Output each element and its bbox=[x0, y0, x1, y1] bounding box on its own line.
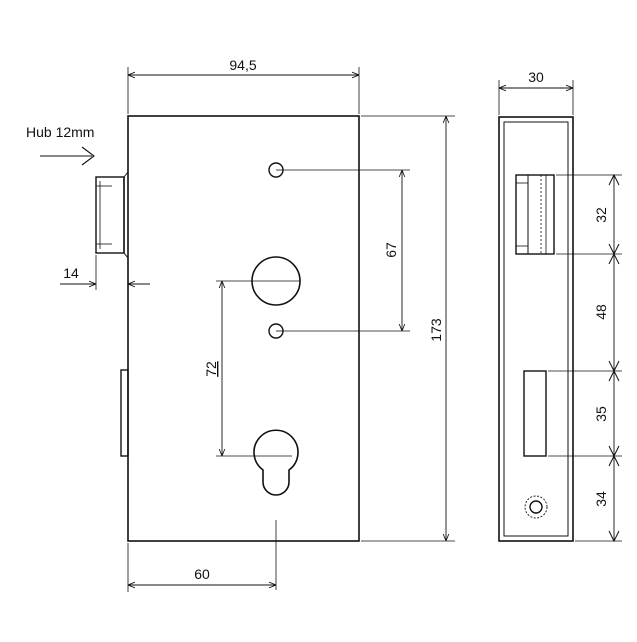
backset-label: 14 bbox=[63, 265, 79, 281]
faceplate-screw-outer bbox=[524, 495, 548, 519]
latch-bolt bbox=[95, 171, 129, 259]
dim-cylinder-offset: 60 bbox=[127, 543, 276, 592]
depth-label: 30 bbox=[528, 69, 544, 85]
spindle-spacing-label: 67 bbox=[383, 242, 399, 258]
faceplate-outer bbox=[498, 116, 574, 542]
side-view: 30 32 48 35 34 bbox=[498, 69, 622, 543]
dim-backset: 14 bbox=[60, 255, 150, 290]
dim-depth: 30 bbox=[498, 69, 574, 115]
dim-spindle-spacing: 67 bbox=[284, 169, 410, 332]
gap-label: 48 bbox=[593, 304, 609, 320]
center-distance-label: 72 bbox=[203, 361, 219, 377]
cylinder-cutout bbox=[253, 429, 299, 496]
dim-height: 173 bbox=[361, 115, 455, 542]
front-view: 94,5 173 67 72 14 bbox=[26, 57, 455, 592]
cylinder-offset-label: 60 bbox=[194, 566, 210, 582]
width-label: 94,5 bbox=[229, 57, 256, 73]
case-body bbox=[127, 115, 360, 542]
side-latch bbox=[515, 174, 555, 255]
faceplate-inner bbox=[503, 121, 569, 537]
latch-stroke-note: Hub 12mm bbox=[26, 124, 95, 166]
latch-stroke-label: Hub 12mm bbox=[26, 124, 94, 140]
dead-bolt bbox=[120, 369, 129, 457]
bottom-label: 34 bbox=[593, 491, 609, 507]
height-label: 173 bbox=[428, 318, 444, 342]
dim-center-distance: 72 bbox=[203, 281, 222, 456]
dim-width: 94,5 bbox=[127, 57, 360, 114]
latch-height-label: 32 bbox=[593, 207, 609, 223]
bolt-height-label: 35 bbox=[593, 406, 609, 422]
side-bolt bbox=[523, 370, 547, 457]
faceplate-screw bbox=[529, 500, 543, 514]
